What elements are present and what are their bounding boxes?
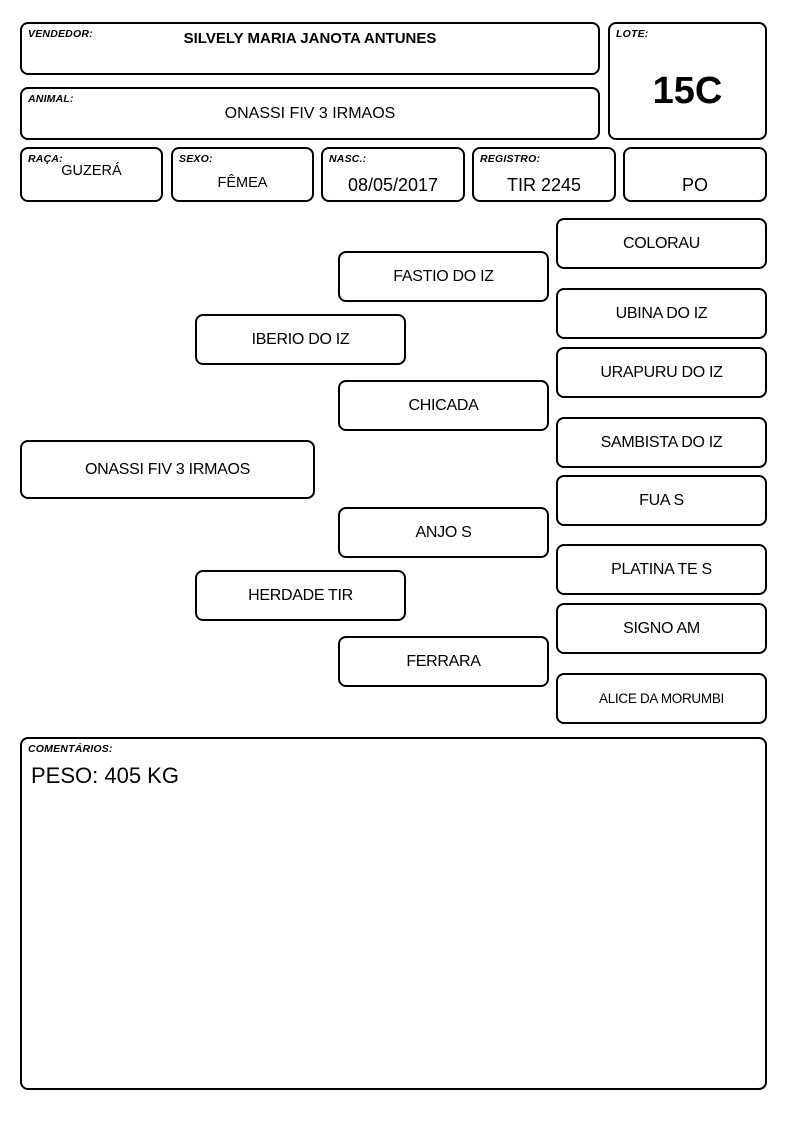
raca-value: GUZERÁ — [61, 163, 122, 179]
lote-label: LOTE: — [616, 28, 649, 40]
vendedor-label: VENDEDOR: — [28, 28, 93, 40]
raca-label: RAÇA: — [28, 153, 63, 165]
lote-value: 15C — [652, 70, 723, 112]
pedigree-dam-sire: ANJO S — [338, 507, 549, 558]
pedigree-ggp-4: SAMBISTA DO IZ — [556, 417, 767, 468]
registro-label: REGISTRO: — [480, 153, 541, 165]
sexo-value: FÊMEA — [217, 175, 268, 191]
comments-text: PESO: 405 KG — [31, 763, 179, 788]
nasc-box: NASC.: 08/05/2017 — [321, 147, 465, 202]
comments-box: COMENTÁRIOS: PESO: 405 KG — [20, 737, 767, 1090]
animal-value: ONASSI FIV 3 IRMAOS — [224, 105, 396, 122]
nasc-value: 08/05/2017 — [347, 175, 439, 195]
pedigree-sire: IBERIO DO IZ — [195, 314, 406, 365]
pedigree-sire-dam: CHICADA — [338, 380, 549, 431]
pedigree-ggp-6: PLATINA TE S — [556, 544, 767, 595]
pedigree-ggp-1: COLORAU — [556, 218, 767, 269]
registro-value: TIR 2245 — [506, 175, 582, 195]
nasc-label: NASC.: — [329, 153, 367, 165]
pedigree-dam: HERDADE TIR — [195, 570, 406, 621]
pedigree-sire-sire: FASTIO DO IZ — [338, 251, 549, 302]
pedigree-ggp-8: ALICE DA MORUMBI — [556, 673, 767, 724]
categoria-value: PO — [681, 175, 708, 195]
animal-label: ANIMAL: — [28, 93, 74, 105]
vendedor-box: VENDEDOR: SILVELY MARIA JANOTA ANTUNES — [20, 22, 600, 75]
pedigree-ggp-3: URAPURU DO IZ — [556, 347, 767, 398]
sexo-box: SEXO: FÊMEA — [171, 147, 314, 202]
pedigree-ggp-2: UBINA DO IZ — [556, 288, 767, 339]
pedigree-animal: ONASSI FIV 3 IRMAOS — [20, 440, 315, 499]
pedigree-ggp-7: SIGNO AM — [556, 603, 767, 654]
vendedor-value: SILVELY MARIA JANOTA ANTUNES — [183, 30, 437, 47]
lote-box: LOTE: 15C — [608, 22, 767, 140]
pedigree-dam-dam: FERRARA — [338, 636, 549, 687]
animal-box: ANIMAL: ONASSI FIV 3 IRMAOS — [20, 87, 600, 140]
categoria-box: PO — [623, 147, 767, 202]
pedigree-ggp-5: FUA S — [556, 475, 767, 526]
comments-label: COMENTÁRIOS: — [28, 743, 113, 755]
registro-box: REGISTRO: TIR 2245 — [472, 147, 616, 202]
raca-box: RAÇA: GUZERÁ — [20, 147, 163, 202]
sexo-label: SEXO: — [179, 153, 213, 165]
